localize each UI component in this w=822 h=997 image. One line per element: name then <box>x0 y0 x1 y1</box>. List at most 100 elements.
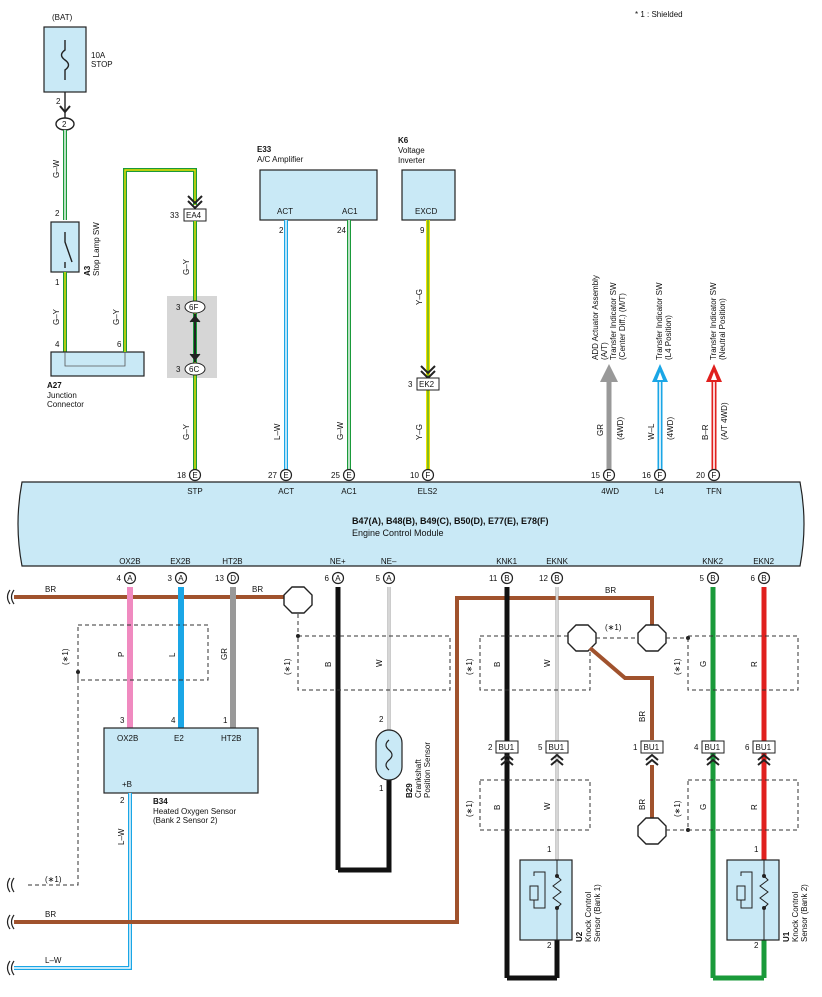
ecm-bot-pin-num: 3 <box>168 574 173 583</box>
wire-gw-label-2: G–W <box>336 421 345 440</box>
o2-code: B34 <box>153 797 168 806</box>
connector-bu1-label: BU1 <box>549 743 565 752</box>
connector-ea4-label: EA4 <box>186 211 202 220</box>
ecm-top-pin-name: STP <box>187 487 203 496</box>
ecm-top-pin-num: 10 <box>410 471 419 480</box>
connector-bu1 <box>495 740 519 754</box>
connector-bu1-label: BU1 <box>644 743 660 752</box>
fuse-amp: 10A <box>91 51 106 60</box>
wire-gw-label: G–W <box>52 159 61 178</box>
connector-bu1 <box>640 740 664 754</box>
switch-icon <box>64 232 73 268</box>
knock2-box <box>726 859 780 941</box>
knock2-name1: Knock Control <box>791 892 800 942</box>
wd4-label-2: (4WD) <box>666 417 675 440</box>
junction-box <box>50 351 145 377</box>
ecm-top-pin-name: ACT <box>278 487 294 496</box>
connector-ek2-pin: 3 <box>408 380 413 389</box>
ground-octagon <box>283 586 313 614</box>
ecm-top-pin <box>342 468 356 482</box>
break-icon <box>10 589 15 605</box>
crank-name2: Position Sensor <box>423 742 432 798</box>
arrow-up-icon <box>550 753 564 761</box>
arrow-up-icon <box>550 758 564 766</box>
ecm-box <box>17 481 805 567</box>
wire-lw-o2-label-2: L–W <box>45 956 62 965</box>
inverter-excd: EXCD <box>415 207 437 216</box>
connector-ek2-label: EK2 <box>419 380 435 389</box>
shield-label-2: (∗1) <box>45 875 62 884</box>
shield-note: * 1 : Shielded <box>635 10 683 19</box>
wire-brown-label-3: BR <box>45 910 56 919</box>
ecm-top-pin <box>279 468 293 482</box>
arrow-up-icon <box>645 753 659 761</box>
shield-label-3: (∗1) <box>283 658 292 675</box>
wire-gy-label-3: G–Y <box>182 258 191 275</box>
connector-bu1 <box>701 740 725 754</box>
arrow-up-icon <box>600 364 618 382</box>
shield-label-8: (∗1) <box>673 800 682 817</box>
shield-knk2-bot <box>687 779 799 831</box>
ecm-top-pin <box>653 468 667 482</box>
ecm-bot-pin-name: EX2B <box>170 557 190 566</box>
wire-gy-label-2: G–Y <box>112 308 121 325</box>
wire-g-label-2: G <box>699 804 708 810</box>
wire-b-crank-label: B <box>324 662 333 667</box>
ecm-bot-pin-letter: B <box>504 574 509 583</box>
ecm-bot-pin-num: 4 <box>117 574 122 583</box>
connector-bu1-label: BU1 <box>756 743 772 752</box>
knock2-name2: Sensor (Bank 2) <box>800 884 809 942</box>
wire-brown-label-4: BR <box>605 586 616 595</box>
shield-o2 <box>77 624 209 681</box>
ecm-top-pin-num: 15 <box>591 471 600 480</box>
ecm-bot-pin-letter: A <box>386 574 392 583</box>
connector-6f <box>184 300 206 314</box>
wire-gy-label-1: G–Y <box>52 308 61 325</box>
knock1-code: U2 <box>575 931 584 942</box>
ecm-top-pin-num: 27 <box>268 471 277 480</box>
knock2-code: U1 <box>782 931 791 942</box>
knock1-pin2: 2 <box>547 941 552 950</box>
ecm-bot-pin-num: 5 <box>700 574 705 583</box>
ecm-bot-pin <box>382 571 396 585</box>
wire-gr-o2-label: GR <box>220 648 229 660</box>
inverter-name2: Inverter <box>398 156 425 165</box>
ac-amp-act: ACT <box>277 207 293 216</box>
arrow-up-icon <box>706 753 720 761</box>
junction-name1: Junction <box>47 391 77 400</box>
ground-octagon <box>637 624 667 652</box>
ecm-bot-pin-letter: A <box>335 574 341 583</box>
knock1-name1: Knock Control <box>584 892 593 942</box>
crank-name1: Crankshaft <box>414 759 423 798</box>
ac-amp-pin-act: 2 <box>279 226 284 235</box>
arrow-up-icon <box>500 758 514 766</box>
ac-amp-pin-ac1: 24 <box>337 226 346 235</box>
ecm-top-pin-letter: E <box>192 471 197 480</box>
wire-r-label-1: R <box>750 661 759 667</box>
arrow-up-icon <box>500 753 514 761</box>
ecm-top-pin <box>188 468 202 482</box>
ac-amp-code: E33 <box>257 145 272 154</box>
wire-br-bu1 <box>588 646 654 740</box>
ecm-bot-pin-name: EKN2 <box>753 557 774 566</box>
wire-b-knk1-label-2: B <box>493 805 502 810</box>
wire-lw-label: L–W <box>273 423 282 440</box>
wire-w-eknk-label-1: W <box>543 659 552 667</box>
ecm-bot-pin-letter: A <box>127 574 133 583</box>
ecm-bot-pin-num: 11 <box>489 574 498 583</box>
ecm-top-pin-num: 20 <box>696 471 705 480</box>
shield-drain-left <box>28 672 79 886</box>
add-label-4: (Center Diff.) (M/T) <box>618 293 627 360</box>
fuse-pin: 2 <box>56 97 61 106</box>
inverter-name1: Voltage <box>398 146 425 155</box>
stop-lamp-name: Stop Lamp SW <box>92 222 101 276</box>
inverter-code: K6 <box>398 136 409 145</box>
wire-w-eknk-label-2: W <box>543 802 552 810</box>
ecm-bot-pin-name: KNK1 <box>496 557 517 566</box>
bat-label: (BAT) <box>52 13 73 22</box>
ecm-top-pin-letter: F <box>425 471 430 480</box>
arrow-down-icon <box>59 105 71 114</box>
ecm-bot-pin <box>706 571 720 585</box>
inverter-box <box>401 169 456 221</box>
